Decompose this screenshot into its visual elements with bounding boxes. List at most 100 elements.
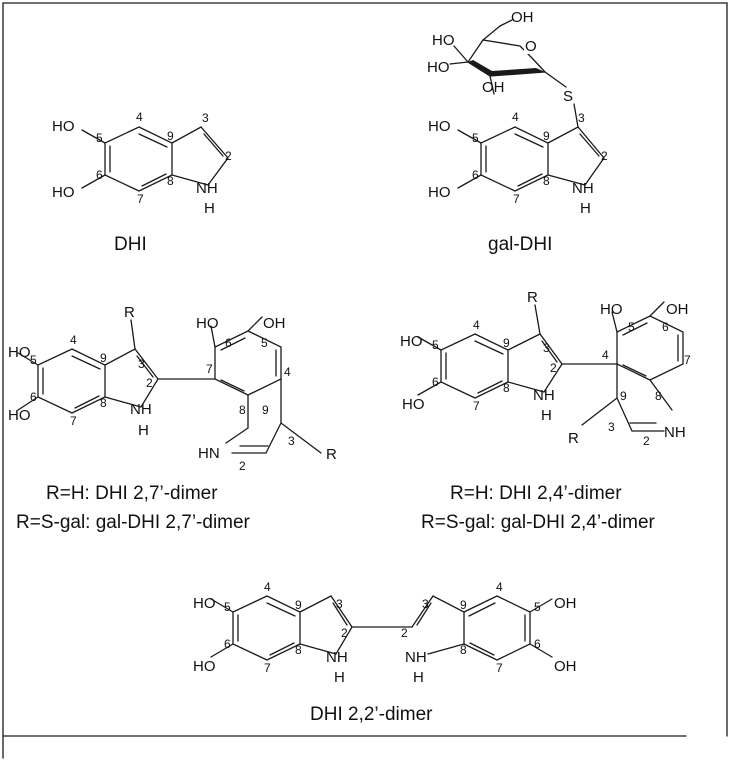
position-4: 4 <box>136 110 143 124</box>
position-8: 8 <box>543 174 550 188</box>
position-8: 8 <box>655 389 662 403</box>
position-8: 8 <box>503 381 510 395</box>
position-9: 9 <box>100 351 107 365</box>
ho-label: HO <box>427 59 450 76</box>
nh-label: NH <box>664 424 686 441</box>
caption-dimer27-line2: R=S-gal: gal-DHI 2,7’-dimer <box>16 512 251 533</box>
nh-label: NH <box>405 649 427 666</box>
position-9: 9 <box>295 598 302 612</box>
position-4: 4 <box>496 580 503 594</box>
position-6: 6 <box>534 637 541 651</box>
h-label: H <box>541 407 552 424</box>
position-2: 2 <box>225 149 232 163</box>
position-5: 5 <box>96 131 103 145</box>
position-3: 3 <box>202 111 209 125</box>
ho-label: HO <box>8 407 31 424</box>
caption-gal-dhi: gal-DHI <box>488 234 552 255</box>
position-3: 3 <box>578 111 585 125</box>
position-6: 6 <box>472 168 479 182</box>
position-5: 5 <box>261 336 268 350</box>
position-4: 4 <box>512 110 519 124</box>
nh-label: NH <box>572 180 594 197</box>
position-4: 4 <box>284 365 291 379</box>
position-2: 2 <box>401 626 408 640</box>
nh-label: NH <box>533 387 555 404</box>
position-7: 7 <box>496 661 503 675</box>
position-9: 9 <box>262 403 269 417</box>
position-8: 8 <box>167 174 174 188</box>
position-5: 5 <box>432 338 439 352</box>
position-5: 5 <box>472 131 479 145</box>
position-6: 6 <box>96 168 103 182</box>
position-3: 3 <box>336 597 343 611</box>
r-label: R <box>568 430 579 447</box>
position-6: 6 <box>662 320 669 334</box>
ho-label: HO <box>52 118 75 135</box>
position-7: 7 <box>473 399 480 413</box>
r-label: R <box>527 289 538 306</box>
ho-label: HO <box>8 344 31 361</box>
position-2: 2 <box>643 434 650 448</box>
position-6: 6 <box>224 637 231 651</box>
dhi-24-dimer-structure: HO HO NH H R 5 6 4 7 9 8 3 2 HO OH NH R … <box>400 289 691 533</box>
position-6: 6 <box>30 390 37 404</box>
position-4: 4 <box>602 348 609 362</box>
position-9: 9 <box>460 598 467 612</box>
dhi-structure: HO HO NH H 5 6 4 7 9 8 3 2 DHI <box>52 110 232 255</box>
h-label: H <box>204 200 215 217</box>
position-2: 2 <box>146 376 153 390</box>
position-2: 2 <box>341 626 348 640</box>
position-7: 7 <box>70 414 77 428</box>
caption-dimer27-line1: R=H: DHI 2,7’-dimer <box>46 483 218 504</box>
oh-label: OH <box>554 595 577 612</box>
position-8: 8 <box>100 396 107 410</box>
ho-label: HO <box>193 658 216 675</box>
position-3: 3 <box>288 434 295 448</box>
dhi-27-dimer-structure: HO HO NH H R 5 6 4 7 9 8 3 2 HO OH HN R … <box>8 304 337 533</box>
h-label: H <box>138 422 149 439</box>
position-5: 5 <box>534 600 541 614</box>
position-6: 6 <box>432 375 439 389</box>
position-5: 5 <box>30 353 37 367</box>
caption-dhi: DHI <box>114 234 147 255</box>
position-4: 4 <box>473 318 480 332</box>
position-3: 3 <box>422 597 429 611</box>
oh-label: OH <box>511 9 534 26</box>
caption-dimer24-line2: R=S-gal: gal-DHI 2,4’-dimer <box>421 512 656 533</box>
ho-label: HO <box>52 184 75 201</box>
n-label: NH <box>130 401 152 418</box>
position-3: 3 <box>543 341 550 355</box>
position-8: 8 <box>239 403 246 417</box>
position-2: 2 <box>550 361 557 375</box>
oh-label: OH <box>554 658 577 675</box>
ho-label: HO <box>400 333 423 350</box>
ho-label: HO <box>432 32 455 49</box>
h-label: H <box>580 200 591 217</box>
position-9: 9 <box>543 129 550 143</box>
position-6: 6 <box>225 336 232 350</box>
ho-label: HO <box>428 184 451 201</box>
position-9: 9 <box>503 336 510 350</box>
position-7: 7 <box>206 362 213 376</box>
nh-label: NH <box>196 180 218 197</box>
oh-label: OH <box>482 79 505 96</box>
oh-label: OH <box>263 315 286 332</box>
position-2: 2 <box>601 149 608 163</box>
position-5: 5 <box>628 320 635 334</box>
position-8: 8 <box>295 643 302 657</box>
ring-o-label: O <box>525 38 537 55</box>
caption-dimer22: DHI 2,2’-dimer <box>310 704 433 725</box>
caption-dimer24-line1: R=H: DHI 2,4’-dimer <box>450 483 622 504</box>
r-label: R <box>326 446 337 463</box>
dhi-22-dimer-structure: HO HO NH H 5 6 4 7 9 8 3 2 OH OH NH H 2 … <box>193 580 577 725</box>
position-5: 5 <box>224 600 231 614</box>
n-label: NH <box>326 649 348 666</box>
ho-label: HO <box>196 315 219 332</box>
position-2: 2 <box>239 459 246 473</box>
ho-label: HO <box>193 595 216 612</box>
position-7: 7 <box>264 661 271 675</box>
position-4: 4 <box>70 333 77 347</box>
position-9: 9 <box>167 129 174 143</box>
position-3: 3 <box>138 357 145 371</box>
